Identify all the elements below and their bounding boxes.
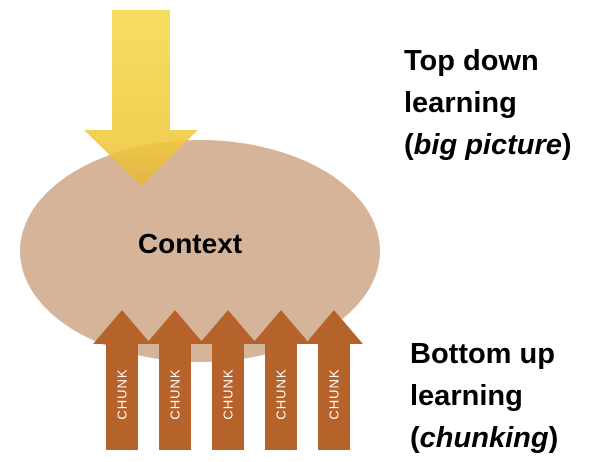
chunk-arrow: CHUNK xyxy=(93,310,151,450)
bottom-up-line1: Bottom up xyxy=(410,338,555,370)
bottom-up-open-paren: ( xyxy=(410,422,420,454)
bottom-up-line3: (chunking) xyxy=(410,417,558,459)
top-down-close-paren: ) xyxy=(561,129,572,161)
chunk-label: CHUNK xyxy=(326,368,342,420)
chunk-label: CHUNK xyxy=(220,368,236,420)
chunk-arrow: CHUNK xyxy=(146,310,204,450)
chunk-arrow: CHUNK xyxy=(305,310,363,450)
bottom-up-caption: Bottom up learning (chunking) xyxy=(410,333,558,459)
chunk-arrow: CHUNK xyxy=(199,310,257,450)
top-down-line3: (big picture) xyxy=(404,124,572,166)
chunk-label: CHUNK xyxy=(167,368,183,420)
top-down-line1: Top down xyxy=(404,45,539,77)
context-ellipse xyxy=(20,140,380,362)
chunk-label: CHUNK xyxy=(273,368,289,420)
top-down-line2: learning xyxy=(404,87,517,119)
top-down-open-paren: ( xyxy=(404,129,414,161)
top-down-emphasis: big picture xyxy=(413,129,562,161)
chunk-label: CHUNK xyxy=(114,368,130,420)
bottom-up-emphasis: chunking xyxy=(419,422,549,454)
chunk-arrow: CHUNK xyxy=(252,310,310,450)
context-label: Context xyxy=(137,228,243,259)
bottom-up-close-paren: ) xyxy=(548,422,559,454)
bottom-up-line2: learning xyxy=(410,380,523,412)
top-down-caption: Top down learning (big picture) xyxy=(404,40,572,166)
